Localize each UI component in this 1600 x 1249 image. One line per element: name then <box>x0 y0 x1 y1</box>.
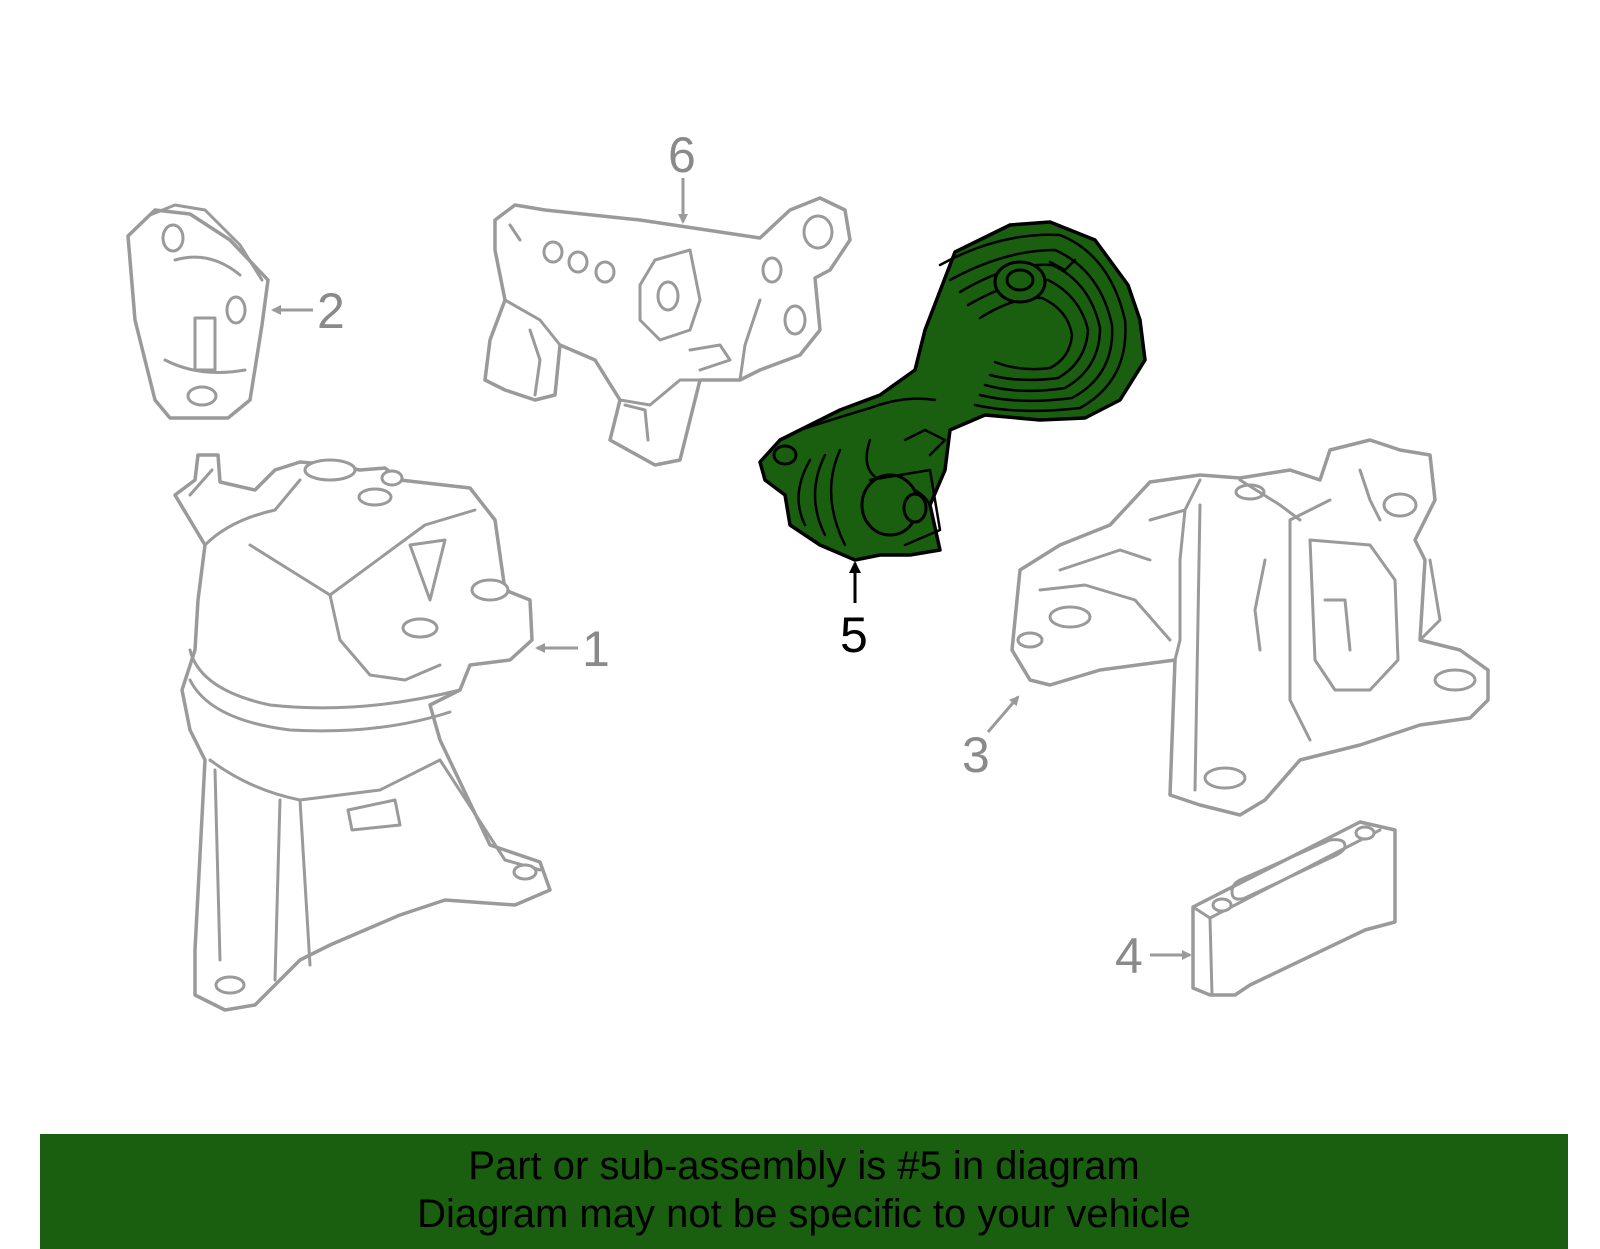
callout-5: 5 <box>840 607 868 663</box>
part-1-engine-mount[interactable] <box>173 453 552 1012</box>
part-6-bracket[interactable] <box>483 196 852 467</box>
info-banner: Part or sub-assembly is #5 in diagram Di… <box>40 1134 1568 1249</box>
part-2-bracket[interactable] <box>126 203 270 420</box>
callout-2: 2 <box>317 283 345 339</box>
callout-1: 1 <box>582 621 610 677</box>
callout-3: 3 <box>962 727 990 783</box>
banner-line-1: Part or sub-assembly is #5 in diagram <box>468 1144 1140 1188</box>
callout-6: 6 <box>668 127 696 183</box>
callout-4: 4 <box>1115 928 1143 984</box>
part-5-torque-rod-mount[interactable] <box>758 220 1147 562</box>
part-3-transmission-mount[interactable] <box>1010 438 1490 817</box>
part-4-rubber-block[interactable] <box>1191 820 1397 997</box>
banner-line-2: Diagram may not be specific to your vehi… <box>417 1192 1191 1236</box>
